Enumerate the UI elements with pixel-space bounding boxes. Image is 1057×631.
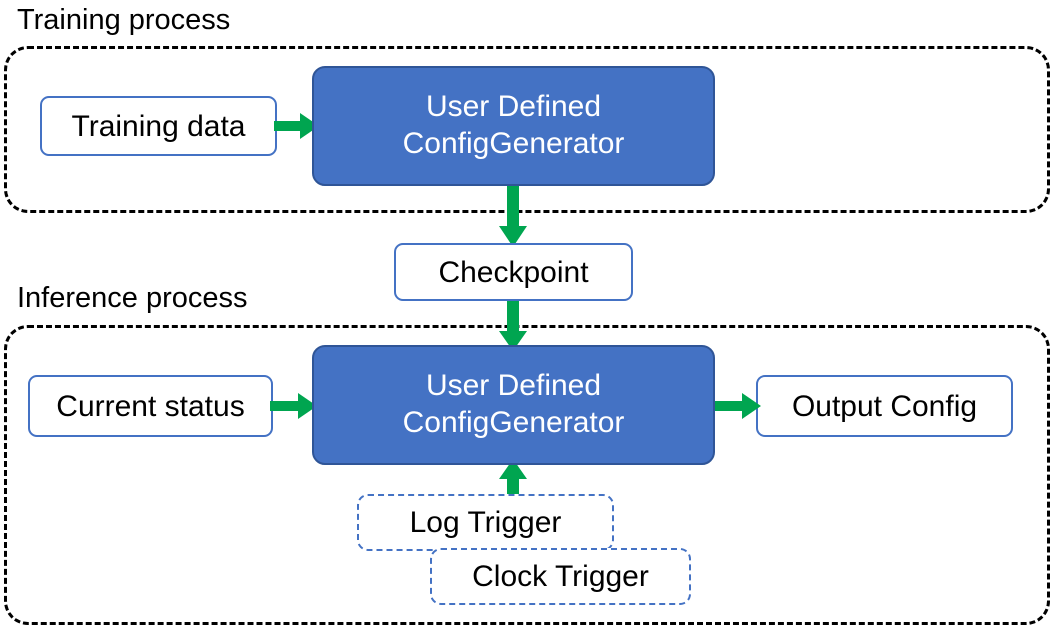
node-label-line1: User Defined bbox=[425, 369, 602, 403]
process-container-inference bbox=[4, 325, 1050, 625]
node-clock-trigger[interactable]: Clock Trigger bbox=[430, 548, 691, 605]
node-label-line1: User Defined bbox=[425, 90, 602, 124]
node-training-data[interactable]: Training data bbox=[40, 96, 277, 156]
node-current-status[interactable]: Current status bbox=[28, 375, 273, 437]
process-container-training bbox=[4, 46, 1050, 213]
arrow-checkpoint-to-configgenerator bbox=[499, 296, 527, 351]
node-label-line2: ConfigGenerator bbox=[402, 127, 625, 160]
arrow-configgenerator-to-checkpoint bbox=[499, 182, 527, 247]
node-log-trigger[interactable]: Log Trigger bbox=[357, 494, 614, 551]
arrow-training-data-to-configgenerator bbox=[274, 113, 319, 139]
node-user-defined-configgenerator-inference[interactable]: User Defined ConfigGenerator bbox=[312, 345, 715, 465]
arrow-configgenerator-to-output-config bbox=[712, 393, 761, 419]
node-output-config[interactable]: Output Config bbox=[756, 375, 1013, 437]
node-checkpoint[interactable]: Checkpoint bbox=[394, 243, 633, 301]
section-label-inference-process: Inference process bbox=[17, 282, 248, 314]
arrow-triggers-to-configgenerator bbox=[499, 459, 527, 506]
node-user-defined-configgenerator-training[interactable]: User Defined ConfigGenerator bbox=[312, 66, 715, 186]
arrow-current-status-to-configgenerator bbox=[270, 393, 317, 419]
section-label-training-process: Training process bbox=[17, 4, 231, 36]
node-label-line2: ConfigGenerator bbox=[402, 406, 625, 439]
